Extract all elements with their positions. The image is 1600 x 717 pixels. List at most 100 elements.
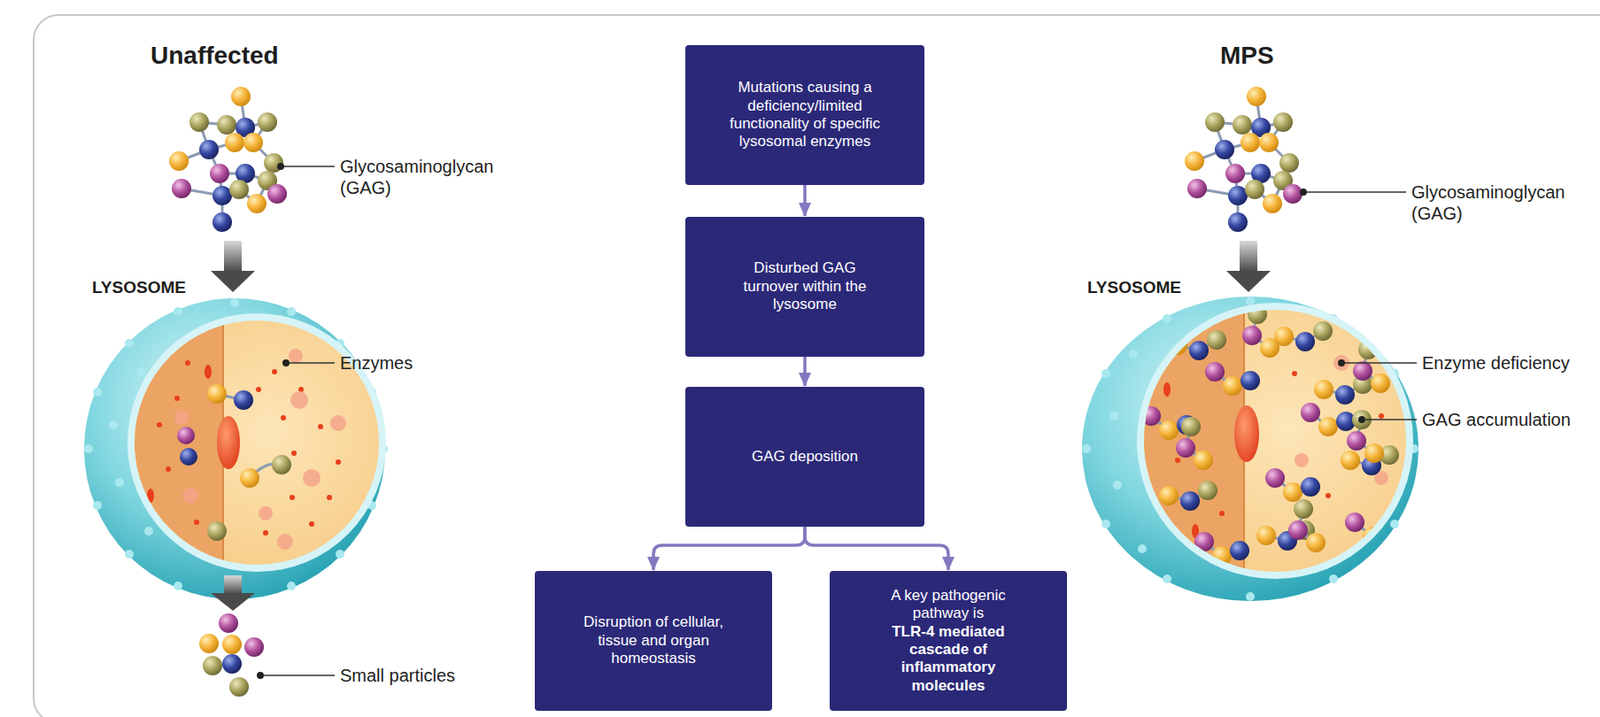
- lysosome-part-part: [230, 298, 240, 308]
- lysosome-part-part: [1113, 480, 1122, 490]
- down-arrow-part: [210, 270, 256, 293]
- lysosome-part-part-part: [317, 424, 324, 430]
- small-particles-part: [218, 613, 239, 634]
- lysosome-part: [84, 298, 388, 598]
- down-arrow: [210, 240, 256, 293]
- lysosome-part-part: [174, 348, 347, 550]
- leader-dot-part: [1299, 188, 1307, 196]
- process-box: GAG deposition: [685, 386, 925, 527]
- flow-arrow: [803, 356, 807, 387]
- lysosome-part-part: [1167, 330, 1227, 361]
- box-text-group: GAG deposition: [751, 448, 858, 466]
- lysosome: [1082, 296, 1419, 602]
- lysosome-part-part: [1274, 321, 1333, 352]
- lysosome-part-part: [1175, 417, 1214, 471]
- lysosome: [84, 298, 388, 600]
- lysosome-part-part: [239, 468, 260, 488]
- lysosome-part-part: [335, 549, 345, 559]
- lysosome-part: [123, 309, 347, 576]
- box-text: GAG deposition: [751, 448, 858, 466]
- flow-arrow: [653, 526, 805, 571]
- lysosome-part-part: [123, 309, 224, 576]
- lysosome-part-part: [92, 501, 102, 511]
- gag-molecule: [169, 86, 287, 232]
- lysosome-part-part: [1390, 519, 1400, 529]
- lysosome-part-part-part: [335, 459, 341, 465]
- flow-arrow: [804, 526, 949, 571]
- lysosome-part-part: [207, 384, 227, 404]
- small-particles-part: [229, 677, 249, 697]
- lysosome-part-part: [179, 448, 198, 466]
- lysosome-part: [1082, 296, 1419, 602]
- small-particles-part: [202, 656, 223, 676]
- lysosome-part-part-part: [289, 494, 295, 501]
- lysosome-part-part: [1137, 544, 1147, 554]
- lysosome-part-part: [1128, 349, 1138, 359]
- lysosome-part-part: [1159, 480, 1218, 511]
- lysosome-part-part: [1352, 340, 1391, 394]
- lysosome-part-part: [286, 307, 296, 317]
- lysosome-part-part: [1265, 468, 1321, 503]
- lysosome-part-part-part: [291, 450, 297, 457]
- lysosome-part-part: [144, 526, 154, 536]
- leader-line-part: [285, 362, 335, 364]
- small-particles-part: [222, 634, 242, 655]
- lysosome-part-part-part: [174, 410, 189, 426]
- lysosome-part-part-part: [1174, 457, 1181, 464]
- lysosome-part-part: [115, 478, 124, 487]
- leader-dot-part: [1358, 416, 1366, 424]
- lysosome-part-part-part: [146, 488, 155, 503]
- leader-line-part: [1361, 418, 1417, 421]
- gag-molecule: [1184, 86, 1303, 232]
- lysosome-part-part-part: [326, 494, 333, 501]
- part-label: Glycosaminoglycan (GAG): [1411, 181, 1580, 225]
- lysosome-part-part: [1162, 314, 1172, 324]
- leader-line-part: [1341, 362, 1417, 364]
- lysosome-part-part-part: [1163, 382, 1171, 397]
- box-text-bold: TLR-4 mediated cascade of inflammatory m…: [870, 623, 1027, 696]
- part-label: GAG accumulation: [1422, 409, 1571, 431]
- lysosome-part-part: [1101, 369, 1111, 379]
- lysosome-part-part: [173, 581, 183, 591]
- lysosome-part-part: [137, 367, 147, 377]
- lysosome-part-part-part: [1294, 453, 1309, 468]
- lysosome-part-part: [271, 455, 292, 475]
- down-arrow-part: [1226, 270, 1271, 293]
- lysosome-part-part: [233, 390, 254, 410]
- part-label: LYSOSOME: [1087, 278, 1182, 299]
- lysosome-part-part: [108, 420, 118, 430]
- lysosome-part-part-part: [302, 469, 321, 487]
- box-text-group: Mutations causing a deficiency/limited f…: [726, 78, 884, 152]
- lysosome-part-part: [1329, 574, 1338, 584]
- lysosome-part-part: [1300, 402, 1356, 437]
- box-text: Mutations causing a deficiency/limited f…: [726, 78, 884, 152]
- lysosome-part-part: [173, 307, 183, 317]
- lysosome-part-part-part: [182, 487, 199, 504]
- lysosome-part-part: [124, 339, 134, 348]
- lysosome-part-part: [1162, 574, 1172, 584]
- box-text: Disturbed GAG turnover within the lysoso…: [726, 259, 884, 314]
- lysosome-part-part-part: [170, 533, 178, 548]
- panel-heading: Unaffected: [150, 40, 279, 71]
- lysosome-part-part-part: [258, 506, 273, 521]
- frame-border: [33, 15, 1600, 717]
- lysosome-part-part: [1142, 308, 1245, 574]
- box-text-group: Disturbed GAG turnover within the lysoso…: [726, 259, 884, 314]
- lysosome-part: [1136, 302, 1414, 580]
- lysosome-part-part-part: [309, 521, 315, 527]
- lysosome-part-part: [1344, 512, 1400, 547]
- lysosome-part-part-part: [193, 519, 200, 526]
- process-box: A key pathogenic pathway isTLR-4 mediate…: [829, 571, 1067, 712]
- lysosome-part-part: [1288, 499, 1326, 553]
- lysosome-part-part: [1245, 592, 1255, 602]
- lysosome-part-part: [1205, 362, 1260, 396]
- lysosome-part-part-part: [1378, 413, 1384, 419]
- lysosome-part-part-part: [165, 466, 171, 472]
- lysosome-part-part-part: [185, 360, 191, 366]
- lysosome-part-part: [1245, 296, 1255, 306]
- part-label: Enzymes: [340, 352, 413, 374]
- lysosome-part-part: [1242, 304, 1280, 358]
- lysosome-part: [1082, 296, 1419, 602]
- lysosome-part-part: [177, 426, 195, 445]
